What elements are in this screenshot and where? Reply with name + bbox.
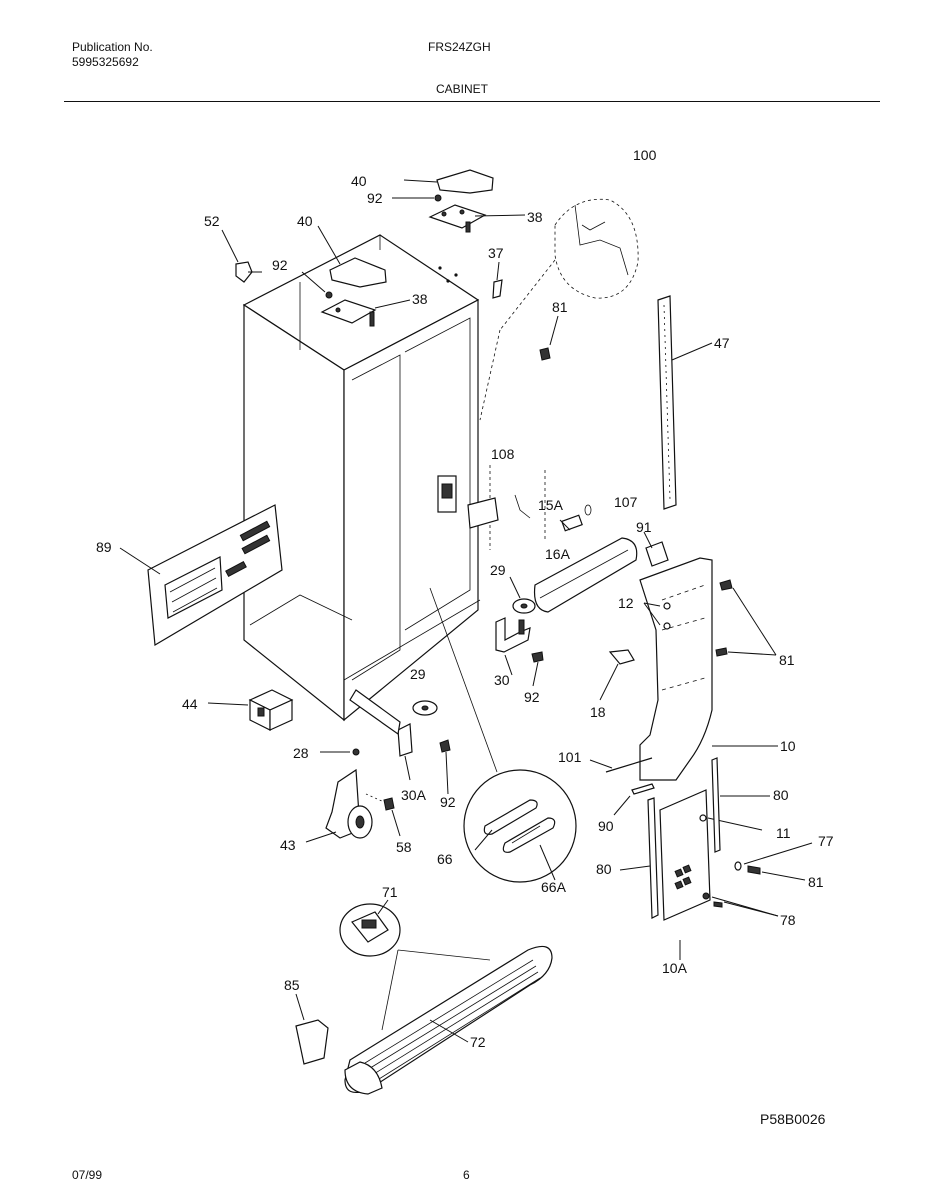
callout-29-upper: 29 [490,562,506,578]
callout-28: 28 [293,745,309,761]
callout-71: 71 [382,884,398,900]
screw-92-middle [531,651,544,687]
cover-107 [533,537,638,613]
door-stop-37 [492,261,503,299]
callout-38-left: 38 [412,291,428,307]
screw-12 [643,602,661,626]
screw-81-top [539,315,559,361]
callout-78: 78 [780,912,796,928]
callout-66: 66 [437,851,453,867]
relay-box-44 [207,689,294,731]
top-hinge-cover-left [317,225,387,288]
washer-77 [734,842,813,871]
callout-85: 85 [284,977,300,993]
bracket-91 [643,531,669,567]
callout-40-left: 40 [297,213,313,229]
callout-90: 90 [598,818,614,834]
callout-12: 12 [618,595,634,611]
panel-10a [659,789,763,960]
publication-label: Publication No. [72,40,153,54]
rail-47 [657,295,713,510]
clip-18 [599,649,635,701]
leveling-pin-52 [221,229,262,283]
callout-30: 30 [494,672,510,688]
callout-labels: 100 40 92 38 52 40 92 38 37 81 47 108 15… [96,147,834,1050]
top-hinge-plate-upper [428,204,526,233]
callout-81-top: 81 [552,299,568,315]
callout-91: 91 [636,519,652,535]
callout-30a: 30A [401,787,427,803]
callout-66a: 66A [541,879,567,895]
header-rule [64,101,880,102]
callout-52: 52 [204,213,220,229]
hinge-screw-left [301,271,333,299]
screw-28 [320,748,360,756]
strip-90 [613,783,655,816]
callout-43: 43 [280,837,296,853]
callout-10a: 10A [662,960,688,976]
callout-92-left: 92 [272,257,288,273]
detail-bubble-top [479,198,639,421]
model-number: FRS24ZGH [428,40,491,54]
callout-81-right: 81 [779,652,795,668]
callout-10: 10 [780,738,796,754]
publication-number: 5995325692 [72,55,139,69]
bracket-30a [349,689,413,781]
screw-81-lower [747,865,806,881]
callout-18: 18 [590,704,606,720]
callout-89: 89 [96,539,112,555]
hinge-screw-upper [392,194,442,202]
foot-85 [295,993,329,1065]
clip-15a [559,504,592,532]
callout-80-left: 80 [596,861,612,877]
strip-80-right [711,757,770,853]
screw-58 [365,793,401,837]
callout-108: 108 [491,446,515,462]
callout-107: 107 [614,494,638,510]
roller-43 [305,768,373,843]
callout-15a: 15A [538,497,564,513]
top-hinge-plate-left [320,299,411,327]
callout-101: 101 [558,749,582,765]
callout-72: 72 [470,1034,486,1050]
callout-80-right: 80 [773,787,789,803]
callout-92-lower: 92 [440,794,456,810]
callout-44: 44 [182,696,198,712]
rod-101 [589,757,653,773]
strip-80-left [619,797,659,919]
washer-29-upper [509,576,536,614]
mounting-plate-10 [639,557,778,781]
page-number: 6 [463,1168,470,1182]
cabinet-shell [242,234,481,722]
screws-81-right [715,579,777,657]
top-hinge-cover-upper [403,169,494,194]
callout-16a: 16A [545,546,571,562]
callout-77: 77 [818,833,834,849]
control-panel-89 [119,504,283,646]
detail-108 [467,465,546,550]
hinge-30 [495,617,531,676]
callout-92-upper: 92 [367,190,383,206]
callout-29-lower: 29 [410,666,426,682]
screws-78 [702,892,779,917]
callout-38-upper: 38 [527,209,543,225]
section-title: CABINET [436,82,489,96]
callout-92-middle: 92 [524,689,540,705]
callout-11: 11 [776,825,791,841]
callout-81-lower: 81 [808,874,824,890]
revision-date: 07/99 [72,1168,103,1182]
screw-92-lower [439,739,451,795]
drawing-code: P58B0026 [760,1111,826,1127]
washer-29-lower [412,700,438,716]
callout-58: 58 [396,839,412,855]
detail-circle-66 [429,587,577,883]
callout-47: 47 [714,335,730,351]
grille-72 [344,945,553,1095]
callout-40-upper: 40 [351,173,367,189]
callout-100: 100 [633,147,657,163]
callout-37: 37 [488,245,504,261]
clip-71-detail [339,899,491,1031]
